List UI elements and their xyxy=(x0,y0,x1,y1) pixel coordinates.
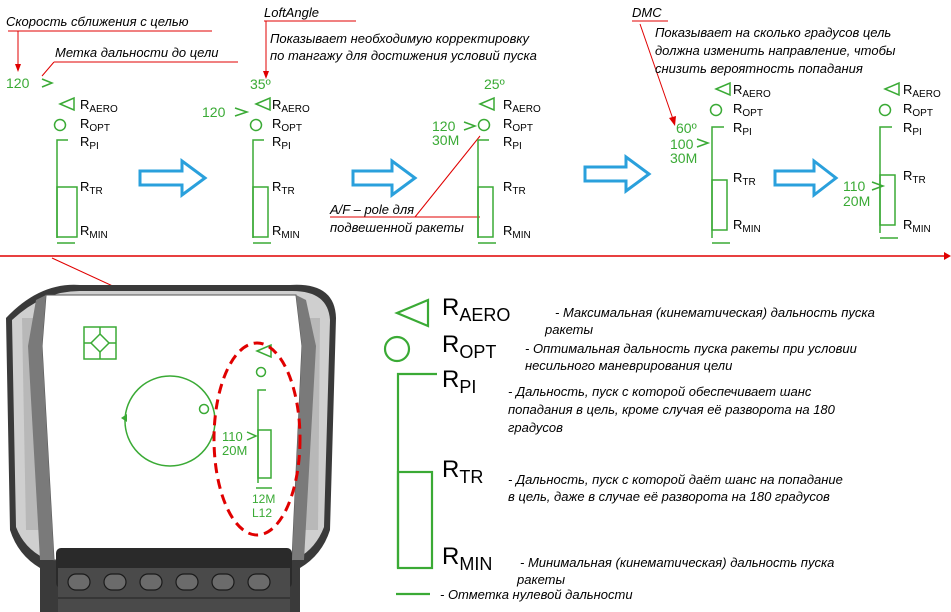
panel-4-symbology xyxy=(696,81,731,244)
legend-opt-circle xyxy=(383,335,411,363)
flow-arrow-1 xyxy=(138,158,208,198)
flow-arrow-4 xyxy=(773,157,839,199)
hud-display xyxy=(6,284,336,612)
panel-3-speed: 120 xyxy=(432,118,456,134)
panel-3-symbology xyxy=(463,96,496,244)
ann-dmc-title: DMC xyxy=(632,5,662,20)
waypoint-symbol xyxy=(83,326,117,360)
panel-2-loft-angle: 35º xyxy=(250,76,271,92)
panel-2-r-pi: RPI xyxy=(272,134,291,152)
legend-pi-desc-1: - Дальность, пуск с которой обеспечивает… xyxy=(508,384,812,399)
hud-missile: L12 xyxy=(252,506,273,520)
legend-r-tr: RTR xyxy=(442,456,484,488)
ann-dmc-desc-1: Показывает на сколько градусов цель xyxy=(655,25,892,40)
legend-pi-desc-2: попадания в цель, кроме случая её развор… xyxy=(508,402,835,417)
ann-loft-desc-2: по тангажу для достижения условий пуска xyxy=(270,48,537,63)
panel-4-speed: 100 xyxy=(670,136,694,152)
ann-loft-desc-1: Показывает необходимую корректировку xyxy=(270,31,530,46)
legend-aero-desc-2: ракеты xyxy=(545,322,594,337)
hud-speed: 110 xyxy=(222,429,243,444)
legend-opt-desc-2: несильного маневрирования цели xyxy=(525,358,733,373)
panel-3-range: 30M xyxy=(432,132,460,148)
legend-tr-desc-2: в цель, даже в случае её разворота на 18… xyxy=(508,489,830,504)
ann-dmc-desc-3: снизить вероятность попадания xyxy=(655,61,863,76)
panel-4-dmc-angle: 60º xyxy=(676,120,697,136)
legend-aero-triangle xyxy=(394,298,430,328)
panel-5-r-min: RMIN xyxy=(903,217,931,235)
panel-4-r-min: RMIN xyxy=(733,217,761,235)
legend-tr-desc-1: - Дальность, пуск с которой даёт шанс на… xyxy=(508,472,843,487)
legend-pi-desc-3: градусов xyxy=(508,420,563,435)
panel-5-range: 20M xyxy=(843,193,871,209)
panel-1-symbology xyxy=(41,78,78,244)
panel-5-r-tr: RTR xyxy=(903,168,926,186)
legend-aero-desc-1: - Максимальная (кинематическая) дальност… xyxy=(555,305,875,320)
ann-af-pole-1: A/F – pole для xyxy=(330,202,415,217)
legend-r-min: RMIN xyxy=(442,543,493,575)
timeline-arrow xyxy=(0,252,951,260)
panel-3-r-aero: RAERO xyxy=(503,97,541,115)
panel-2-r-opt: ROPT xyxy=(272,116,302,134)
panel-2-symbology xyxy=(234,96,271,244)
panel-3-r-pi: RPI xyxy=(503,134,522,152)
highlight-ellipse xyxy=(212,341,302,537)
panel-5-symbology xyxy=(871,81,900,239)
flow-arrow-2 xyxy=(351,158,418,198)
panel-4-range: 30M xyxy=(670,150,698,166)
panel-4-r-aero: RAERO xyxy=(733,82,771,100)
panel-4-r-pi: RPI xyxy=(733,120,752,138)
flow-arrow-3 xyxy=(583,154,652,194)
panel-2-speed: 120 xyxy=(202,104,226,120)
panel-1-r-aero: RAERO xyxy=(80,97,118,115)
panel-5-r-opt: ROPT xyxy=(903,101,933,119)
ann-closing-speed: Скорость сближения с целью xyxy=(6,14,189,29)
legend-min-desc-1: - Минимальная (кинематическая) дальность… xyxy=(520,555,835,570)
legend-r-opt: ROPT xyxy=(442,331,497,363)
panel-2-r-tr: RTR xyxy=(272,179,295,197)
panel-1-r-tr: RTR xyxy=(80,179,103,197)
panel-4-r-opt: ROPT xyxy=(733,101,763,119)
legend-symbols xyxy=(383,298,437,596)
panel-3-r-tr: RTR xyxy=(503,179,526,197)
legend-tr-bracket xyxy=(396,470,434,570)
flow-arrows xyxy=(138,154,839,199)
panel-3-r-opt: ROPT xyxy=(503,116,533,134)
panel-1-r-pi: RPI xyxy=(80,134,99,152)
legend-opt-desc-1: - Оптимальная дальность пуска ракеты при… xyxy=(525,341,857,356)
legend-r-pi: RPI xyxy=(442,366,477,398)
panel-2-r-min: RMIN xyxy=(272,223,300,241)
ann-range-mark: Метка дальности до цели xyxy=(55,45,219,60)
ann-af-pole-2: подвешенной ракеты xyxy=(330,220,464,235)
panel-2-r-aero: RAERO xyxy=(272,97,310,115)
panel-3-r-min: RMIN xyxy=(503,223,531,241)
legend-zero-desc: - Отметка нулевой дальности xyxy=(440,587,633,602)
hud-zero-range: 12M xyxy=(252,492,276,506)
panel-4-r-tr: RTR xyxy=(733,170,756,188)
ann-dmc-desc-2: должна изменить направление, чтобы xyxy=(655,43,896,58)
panel-1-r-opt: ROPT xyxy=(80,116,110,134)
panel-5-r-pi: RPI xyxy=(903,120,922,138)
panel-5-speed: 110 xyxy=(843,178,866,194)
legend-r-aero: RAERO xyxy=(442,294,511,326)
panel-1-r-min: RMIN xyxy=(80,223,108,241)
ann-loft-title: LoftAngle xyxy=(264,5,319,20)
panel-5-r-aero: RAERO xyxy=(903,82,941,100)
legend-min-desc-2: ракеты xyxy=(517,572,566,587)
panel-1-speed: 120 xyxy=(6,75,30,91)
panel-3-loft-angle: 25º xyxy=(484,76,505,92)
hud-range: 20M xyxy=(222,443,248,458)
